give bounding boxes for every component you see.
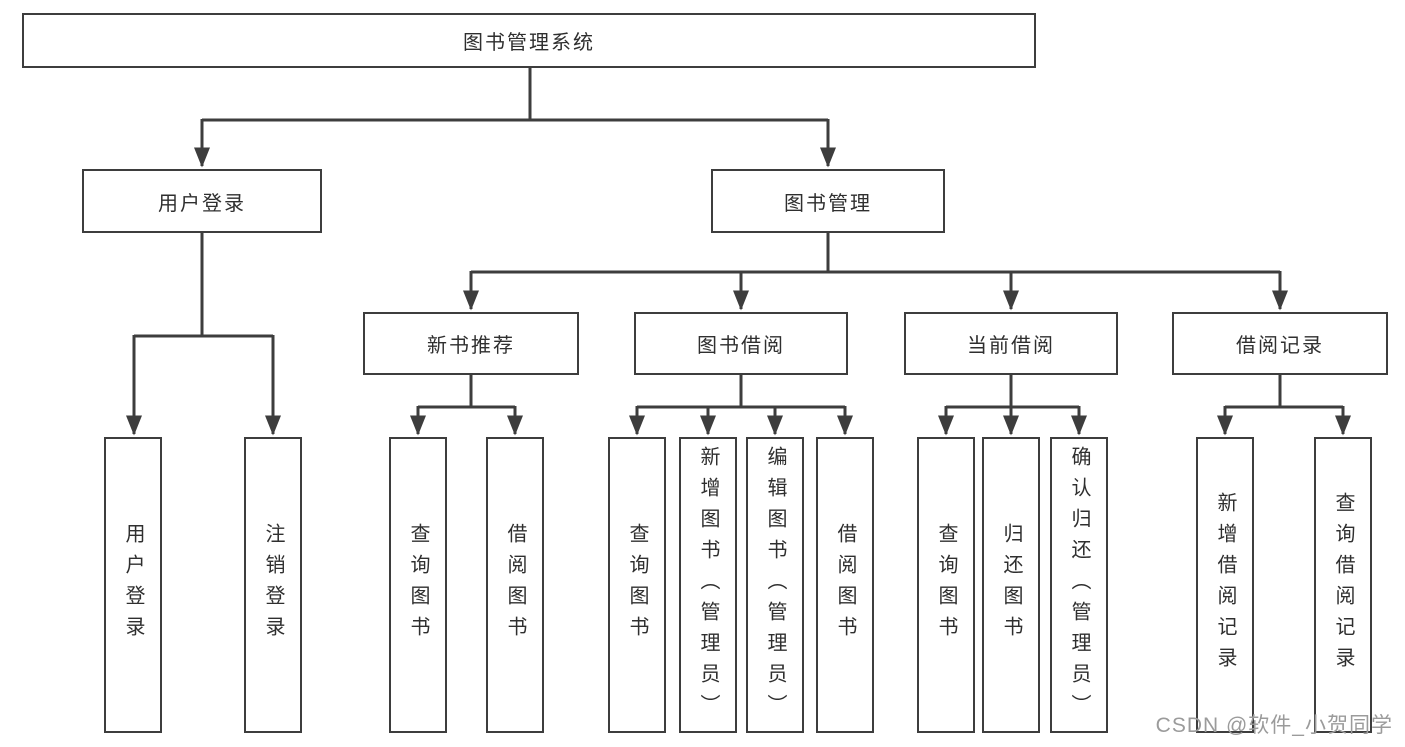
node-new-book-recommend: 新书推荐 [363,312,579,375]
node-label: 确认归还（管理员） [1068,445,1090,725]
node-label: 图书借阅 [697,335,785,357]
leaf-return-books: 归还图书 [982,437,1040,733]
node-label: 查询借阅记录 [1332,492,1354,678]
node-book-borrow: 图书借阅 [634,312,848,375]
node-label: 借阅图书 [834,523,856,647]
node-user-login: 用户登录 [82,169,322,233]
csdn-watermark: CSDN @软件_小贺同学 [1155,714,1393,737]
node-book-management: 图书管理 [711,169,945,233]
node-label: 用户登录 [158,192,246,215]
node-label: 新书推荐 [427,335,515,357]
node-label: 图书管理系统 [463,32,595,54]
leaf-add-books-admin: 新增图书（管理员） [679,437,737,733]
node-label: 查询图书 [935,523,957,647]
leaf-query-books-borrow: 查询图书 [608,437,666,733]
leaf-query-books-recommend: 查询图书 [389,437,447,733]
node-label: 查询图书 [407,523,429,647]
node-label: 查询图书 [626,523,648,647]
leaf-borrow-books: 借阅图书 [816,437,874,733]
leaf-borrow-books-recommend: 借阅图书 [486,437,544,733]
node-label: 编辑图书（管理员） [764,445,786,725]
node-borrow-records: 借阅记录 [1172,312,1388,375]
leaf-add-borrow-record: 新增借阅记录 [1196,437,1254,733]
leaf-query-borrow-record: 查询借阅记录 [1314,437,1372,733]
node-label: 新增借阅记录 [1214,492,1236,678]
node-label: 新增图书（管理员） [697,445,719,725]
node-label: 图书管理 [784,192,872,215]
leaf-logout: 注销登录 [244,437,302,733]
leaf-edit-books-admin: 编辑图书（管理员） [746,437,804,733]
node-current-borrow: 当前借阅 [904,312,1118,375]
node-root-library-management-system: 图书管理系统 [22,13,1036,68]
leaf-user-login: 用户登录 [104,437,162,733]
node-label: 用户登录 [122,523,144,647]
node-label: 借阅记录 [1236,335,1324,357]
node-label: 注销登录 [262,523,284,647]
leaf-query-books-current: 查询图书 [917,437,975,733]
node-label: 借阅图书 [504,523,526,647]
node-label: 当前借阅 [967,335,1055,357]
leaf-confirm-return-admin: 确认归还（管理员） [1050,437,1108,733]
node-label: 归还图书 [1000,523,1022,647]
